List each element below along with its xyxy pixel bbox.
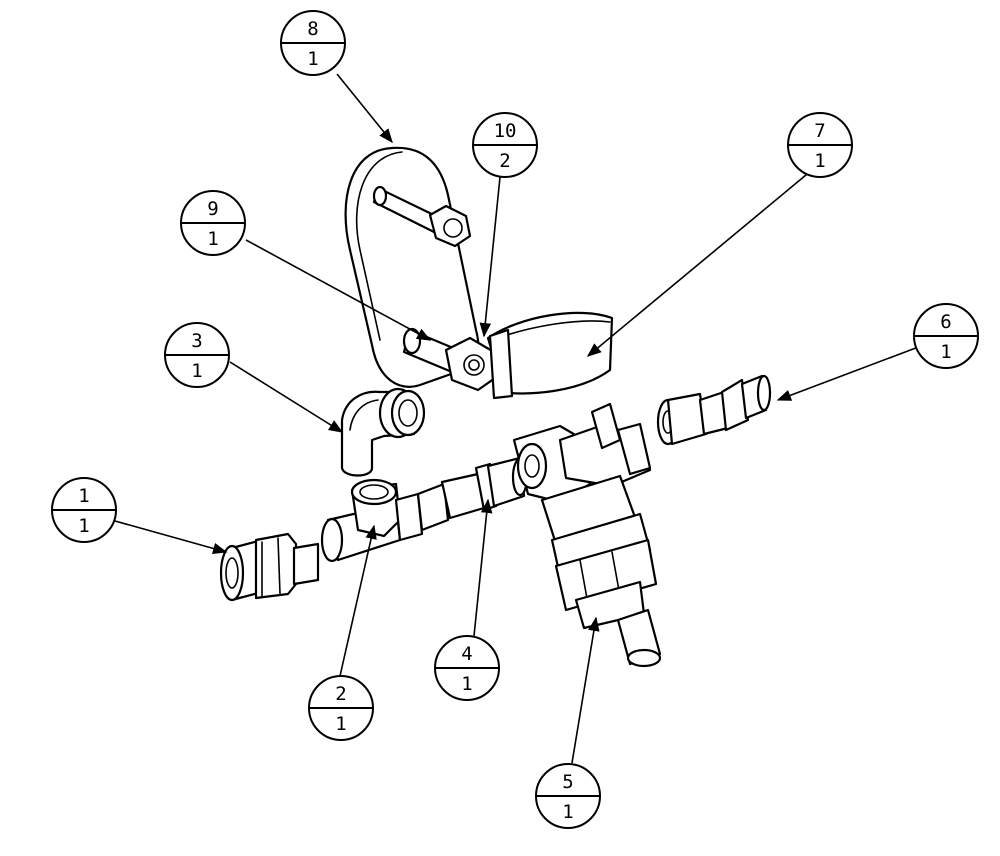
part-4-nipple <box>416 456 529 532</box>
leader-10 <box>479 176 501 338</box>
leader-lines <box>114 73 922 764</box>
balloon-7: 7 1 <box>787 112 853 178</box>
balloon-8-qty: 1 <box>307 48 318 70</box>
balloon-1: 1 1 <box>51 477 117 543</box>
balloon-6-qty: 1 <box>940 341 951 363</box>
balloon-2: 2 1 <box>308 675 374 741</box>
part-10-nut <box>444 336 500 392</box>
part-7-clamp <box>486 311 614 400</box>
leader-7 <box>586 169 813 357</box>
leader-6 <box>776 345 922 401</box>
balloon-10: 10 2 <box>472 112 538 178</box>
balloon-10-qty: 2 <box>499 150 510 172</box>
balloon-1-item: 1 <box>78 485 89 507</box>
leader-9 <box>245 239 432 341</box>
balloon-9-item: 9 <box>207 198 218 220</box>
balloon-9: 9 1 <box>180 190 246 256</box>
leader-1 <box>114 520 228 555</box>
balloon-10-item: 10 <box>494 120 517 142</box>
balloon-2-qty: 1 <box>335 713 346 735</box>
leader-2 <box>339 524 377 677</box>
balloon-6: 6 1 <box>913 303 979 369</box>
leader-5 <box>571 616 600 764</box>
balloon-3-item: 3 <box>191 330 202 352</box>
balloon-2-item: 2 <box>335 683 346 705</box>
balloon-1-qty: 1 <box>78 515 89 537</box>
part-8-bracket <box>344 146 480 388</box>
balloon-4-qty: 1 <box>461 673 472 695</box>
part-5-valve <box>512 402 662 668</box>
balloon-7-item: 7 <box>814 120 825 142</box>
leader-8 <box>336 73 393 144</box>
balloon-4: 4 1 <box>434 635 500 701</box>
part-2-tee <box>320 478 424 563</box>
balloon-5-qty: 1 <box>562 801 573 823</box>
balloon-8-item: 8 <box>307 18 318 40</box>
balloon-5: 5 1 <box>535 763 601 829</box>
balloon-8: 8 1 <box>280 10 346 76</box>
leader-4 <box>473 498 493 637</box>
part-1-fitting <box>219 532 320 602</box>
balloon-7-qty: 1 <box>814 150 825 172</box>
balloon-6-item: 6 <box>940 311 951 333</box>
balloon-4-item: 4 <box>461 643 472 665</box>
part-3-elbow <box>340 387 426 477</box>
leader-3 <box>229 361 344 433</box>
part-6-hose-barb <box>656 374 772 446</box>
balloon-3-qty: 1 <box>191 360 202 382</box>
balloon-3: 3 1 <box>164 322 230 388</box>
balloon-9-qty: 1 <box>207 228 218 250</box>
balloon-5-item: 5 <box>562 771 573 793</box>
